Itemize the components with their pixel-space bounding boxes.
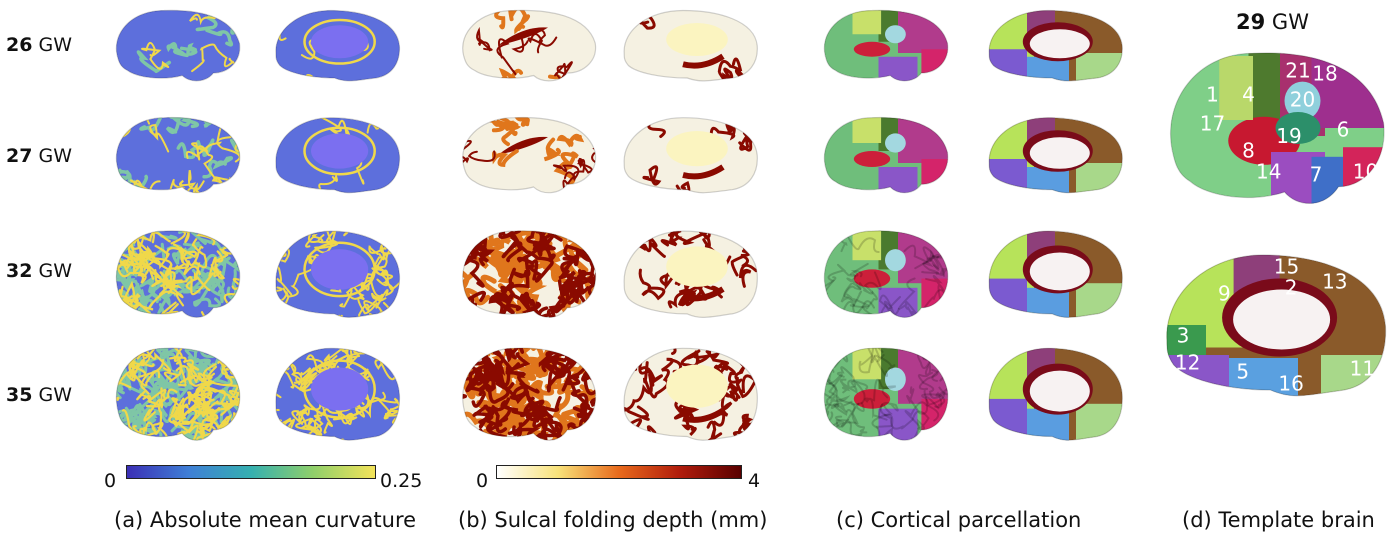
template-medial xyxy=(1166,255,1386,396)
depth-medial-1 xyxy=(624,117,758,193)
curvature-medial-2 xyxy=(275,231,400,318)
curvature-medial-3 xyxy=(275,348,400,441)
parcellation-lateral-1 xyxy=(824,117,948,193)
depth-medial-2 xyxy=(624,231,758,318)
depth-medial-3 xyxy=(624,348,758,441)
depth-lateral-0 xyxy=(462,10,596,81)
caption-b: (b) Sulcal folding depth (mm) xyxy=(458,508,768,532)
template-medial-label: 13 xyxy=(1322,270,1347,294)
template-lateral-label: 17 xyxy=(1200,111,1225,135)
caption-d: (d) Template brain xyxy=(1182,508,1375,532)
template-lateral-label: 20 xyxy=(1290,87,1315,111)
template-lateral-label: 18 xyxy=(1312,62,1337,86)
parcellation-medial-3 xyxy=(989,348,1123,441)
depth-max-label: 4 xyxy=(748,470,761,492)
depth-min-label: 0 xyxy=(476,470,489,492)
template-medial-label: 3 xyxy=(1177,324,1190,348)
caption-a: (a) Absolute mean curvature xyxy=(114,508,417,532)
caption-c: (c) Cortical parcellation xyxy=(836,508,1082,532)
depth-lateral-1 xyxy=(462,117,596,193)
template-medial-label: 15 xyxy=(1274,255,1299,279)
template-lateral-label: 1 xyxy=(1206,83,1219,107)
row-label-32: 32 GW xyxy=(6,260,73,282)
curvature-lateral-2 xyxy=(116,230,240,318)
template-medial-label: 5 xyxy=(1236,360,1249,384)
template-medial-label: 11 xyxy=(1350,357,1375,381)
depth-lateral-2 xyxy=(462,230,596,318)
curvature-colorbar xyxy=(126,465,376,479)
template-lateral-label: 7 xyxy=(1310,163,1323,187)
curvature-medial-1 xyxy=(275,117,400,193)
template-medial-label: 16 xyxy=(1278,372,1303,396)
row-label-27: 27 GW xyxy=(6,145,73,167)
curvature-min-label: 0 xyxy=(104,470,117,492)
row-label-35: 35 GW xyxy=(6,384,73,406)
depth-lateral-3 xyxy=(462,348,596,441)
template-title: 29 GW xyxy=(1236,10,1309,34)
row-label-26: 26 GW xyxy=(6,34,73,56)
curvature-max-label: 0.25 xyxy=(380,470,423,492)
parcellation-lateral-2 xyxy=(824,230,948,318)
depth-medial-0 xyxy=(624,10,758,81)
template-lateral-label: 6 xyxy=(1337,118,1350,142)
template-medial-label: 9 xyxy=(1218,282,1231,306)
template-lateral-label: 10 xyxy=(1353,159,1378,183)
template-medial-label: 12 xyxy=(1175,351,1200,375)
template-lateral-label: 8 xyxy=(1242,139,1255,163)
template-medial-label: 2 xyxy=(1285,276,1298,300)
curvature-lateral-3 xyxy=(116,348,240,441)
template-lateral-label: 21 xyxy=(1285,59,1310,83)
template-lateral-label: 14 xyxy=(1256,159,1281,183)
curvature-lateral-0 xyxy=(116,10,240,81)
depth-colorbar xyxy=(496,465,742,479)
curvature-medial-0 xyxy=(275,10,400,81)
template-lateral-label: 19 xyxy=(1276,124,1301,148)
parcellation-lateral-3 xyxy=(824,348,948,441)
parcellation-medial-0 xyxy=(989,10,1123,81)
template-lateral-label: 4 xyxy=(1242,83,1255,107)
